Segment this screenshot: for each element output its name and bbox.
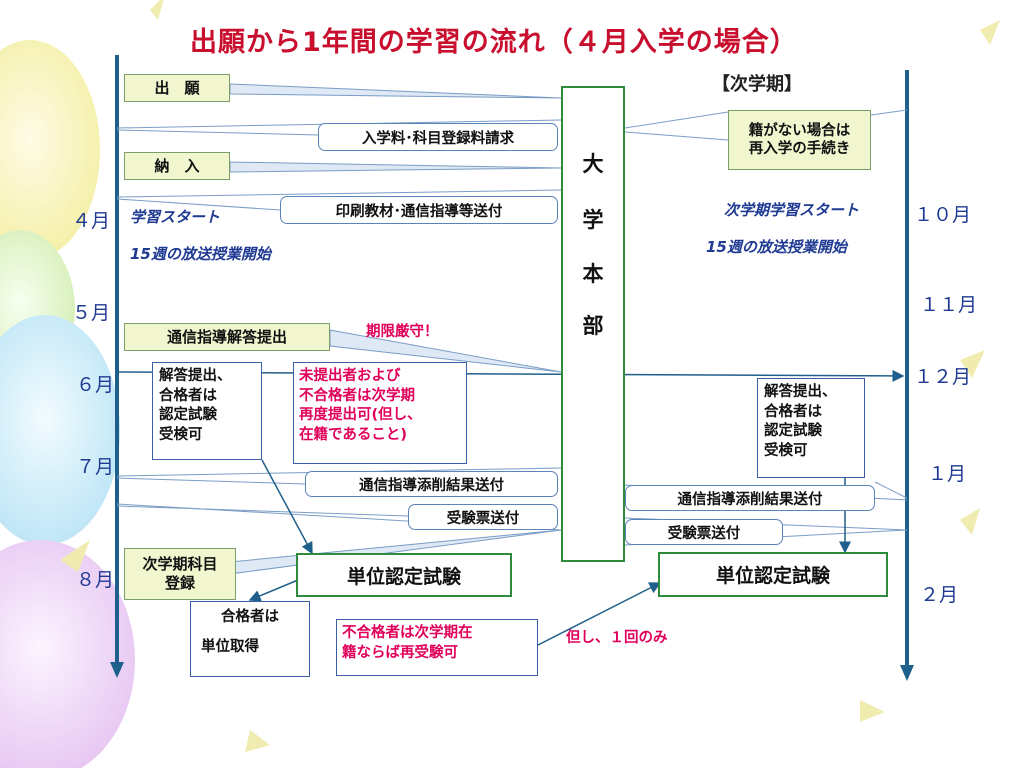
pass-credit-box: 合格者は 単位取得	[190, 601, 310, 677]
month-label-left: ５月	[72, 302, 111, 324]
month-label-left: ８月	[76, 569, 115, 591]
exam-eligibility-box-right: 解答提出、 合格者は 認定試験 受検可	[757, 378, 865, 478]
unsubmitted-line: 不合格者は次学期	[299, 387, 415, 404]
application-step: 出 願	[124, 74, 230, 102]
unsubmitted-line: 在籍であること)	[299, 426, 407, 443]
eligibility-line: 合格者は	[764, 403, 822, 420]
eligibility-line: 解答提出、	[159, 368, 232, 384]
month-label-right: １月	[928, 463, 967, 485]
hq-char: 大	[582, 152, 604, 176]
eligibility-line: 認定試験	[159, 407, 217, 424]
pass-credit-line: 単位取得	[201, 638, 259, 655]
fail-retake-line: 不合格者は次学期在	[342, 625, 473, 641]
deadline-note: 期限厳守！	[366, 324, 439, 340]
payment-step: 納 入	[124, 152, 230, 180]
only-once-note: 但し、１回のみ	[566, 630, 668, 646]
exam-ticket-sent-message-right: 受験票送付	[625, 519, 783, 545]
exam-ticket-sent-message-left: 受験票送付	[408, 504, 558, 530]
study-start-note: 学習スタート	[130, 208, 221, 226]
next-study-start-note: 次学期学習スタート	[724, 201, 860, 219]
university-headquarters-box: 大 学 本 部	[561, 86, 625, 562]
next-term-registration-step: 次学期科目 登録	[124, 548, 236, 600]
results-sent-message-left: 通信指導添削結果送付	[305, 471, 558, 497]
month-label-left: ７月	[76, 456, 115, 478]
fail-retake-box: 不合格者は次学期在 籍ならば再受験可	[336, 619, 538, 676]
hq-char: 部	[582, 314, 604, 338]
readmission-line: 再入学の手続き	[748, 141, 851, 157]
credit-exam-box-left: 単位認定試験	[296, 553, 512, 597]
eligibility-line: 解答提出、	[764, 384, 837, 400]
exam-eligibility-box-left: 解答提出、 合格者は 認定試験 受検可	[152, 362, 262, 460]
unsubmitted-line: 未提出者および	[299, 368, 401, 384]
broadcast-start-note: 15週の放送授業開始	[130, 245, 271, 263]
eligibility-line: 認定試験	[764, 423, 822, 440]
next-register-line: 登録	[164, 574, 195, 592]
unsubmitted-note-box: 未提出者および 不合格者は次学期 再度提出可(但し、 在籍であること)	[293, 362, 467, 464]
page-title: 出願から1年間の学習の流れ（４月入学の場合）	[190, 27, 798, 58]
month-label-right: １１月	[920, 294, 978, 316]
hq-char: 本	[582, 262, 604, 286]
fail-retake-line: 籍ならば再受験可	[342, 644, 458, 661]
next-broadcast-start-note: 15週の放送授業開始	[706, 238, 847, 256]
eligibility-line: 合格者は	[159, 387, 217, 404]
eligibility-line: 受検可	[764, 442, 808, 459]
month-label-right: １２月	[914, 366, 972, 388]
unsubmitted-line: 再度提出可(但し、	[299, 407, 422, 424]
readmission-line: 籍がない場合は	[748, 122, 851, 139]
materials-sent-message: 印刷教材･通信指導等送付	[280, 196, 558, 224]
pass-credit-line: 合格者は	[221, 609, 279, 625]
fee-request-message: 入学料･科目登録料請求	[318, 123, 558, 151]
next-term-label: 【次学期】	[712, 74, 802, 95]
month-label-left: ４月	[72, 210, 111, 232]
readmission-box: 籍がない場合は 再入学の手続き	[728, 110, 871, 170]
results-sent-message-right: 通信指導添削結果送付	[625, 485, 875, 511]
credit-exam-box-right: 単位認定試験	[658, 552, 888, 597]
month-label-right: １０月	[914, 204, 972, 226]
month-label-left: ６月	[76, 374, 115, 396]
month-label-right: ２月	[920, 584, 959, 606]
eligibility-line: 受検可	[159, 426, 203, 443]
next-register-line: 次学期科目	[142, 555, 218, 574]
answer-submit-step: 通信指導解答提出	[124, 323, 330, 351]
hq-char: 学	[582, 208, 604, 232]
